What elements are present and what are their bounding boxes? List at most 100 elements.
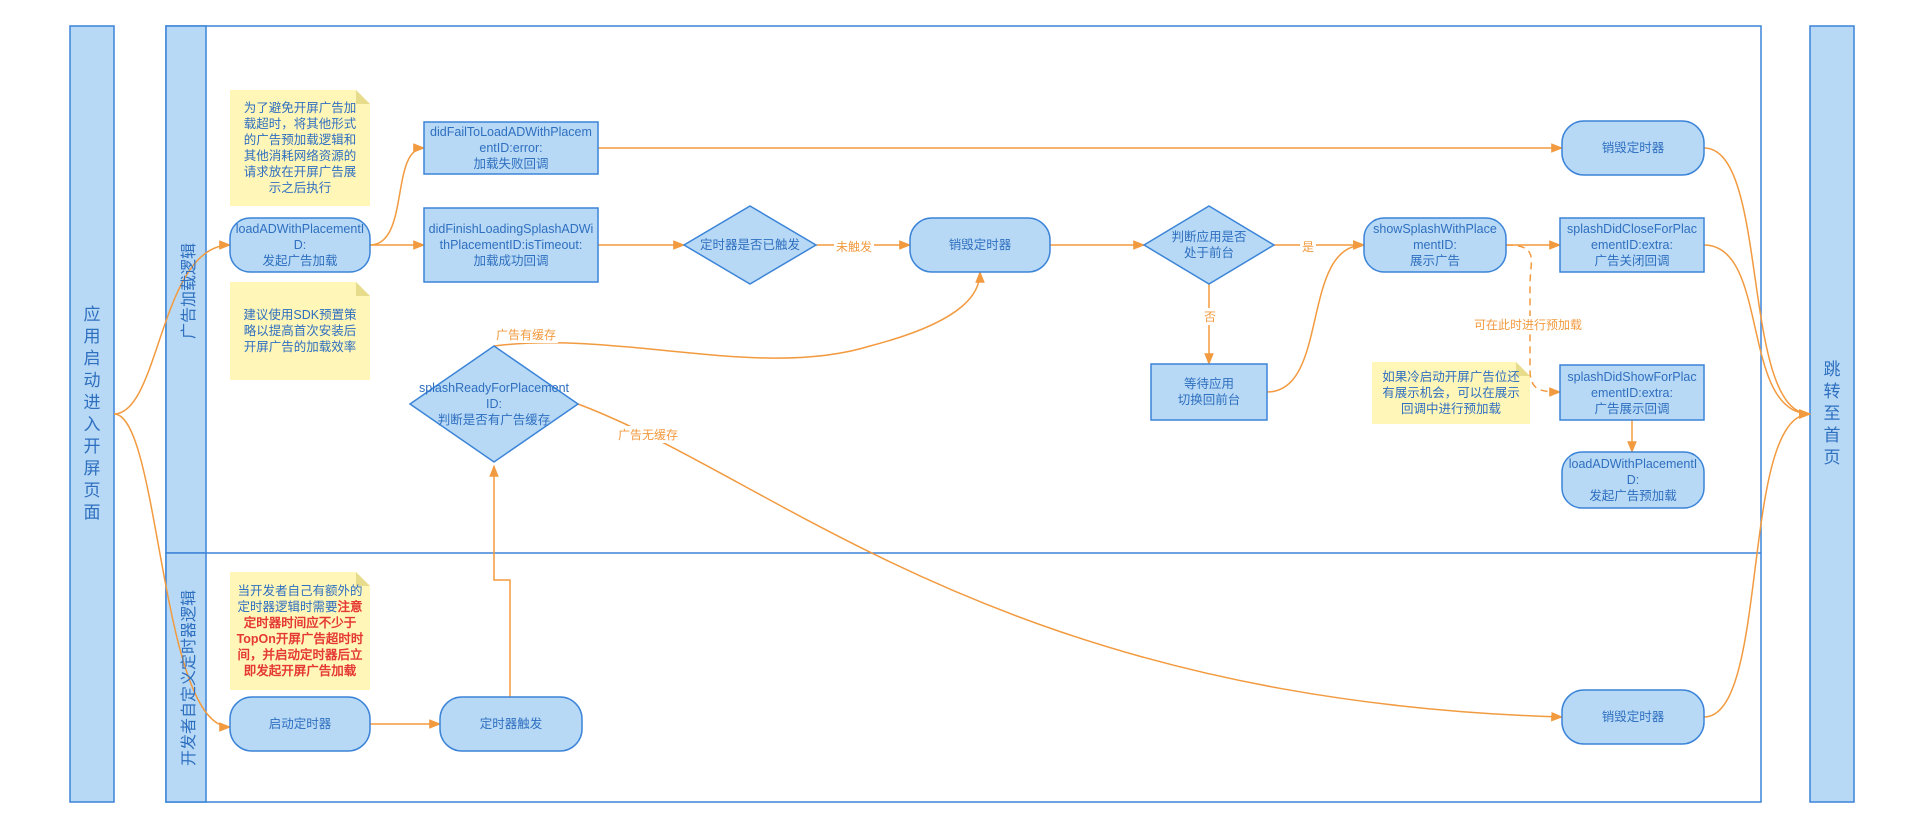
timer-note-body: 当开发者自己有额外的定时器逻辑时需要注意定时器时间应不少于TopOn开屏广告超时… — [236, 583, 364, 679]
timer-check-diamond — [682, 205, 818, 285]
close-callback-label: splashDidCloseForPlacementID:extra: 广告关闭… — [1567, 222, 1697, 268]
lane-title-char: 跳 — [1823, 360, 1841, 379]
start-lane — [69, 25, 115, 803]
fail-callback-node-shape — [423, 121, 599, 175]
ready-check-node[interactable]: splashReadyForPlacementID: 判断是否有广告缓存 — [414, 376, 574, 432]
finish-callback-node-shape — [423, 207, 599, 283]
lane-title-char: 启 — [83, 349, 101, 368]
show-splash-node[interactable]: showSplashWithPlacementID: 展示广告 — [1364, 218, 1506, 272]
preload-node[interactable]: loadADWithPlacementID: 发起广告预加载 — [1562, 452, 1704, 508]
note-sdk-shape — [230, 282, 370, 380]
edge-ready-to-destroy-bottom — [577, 403, 1564, 722]
edge-label-not-triggered: 未触发 — [834, 238, 875, 255]
start-timer-label: 启动定时器 — [268, 717, 332, 731]
lane-title-char: 首 — [1823, 426, 1841, 445]
end-lane — [1809, 25, 1855, 803]
show-callback-node[interactable]: splashDidShowForPlacementID:extra: 广告展示回… — [1560, 365, 1704, 420]
timeout-note-text: 为了避免开屏广告加载超时，将其他形式的广告预加载逻辑和其他消耗网络资源的请求放在… — [243, 101, 357, 195]
lane-title-char: 页 — [1823, 448, 1841, 467]
ready-check-label: splashReadyForPlacementID: 判断是否有广告缓存 — [418, 381, 570, 427]
ad-lane-title: 广告加载逻辑 — [181, 243, 198, 340]
note-timer-shape — [230, 572, 370, 690]
timeout-note: 为了避免开屏广告加载超时，将其他形式的广告预加载逻辑和其他消耗网络资源的请求放在… — [230, 90, 370, 206]
edge-ready-to-destroy-mid — [493, 270, 985, 359]
destroy-timer-mid-shape — [909, 217, 1051, 273]
timer-note: 当开发者自己有额外的定时器逻辑时需要注意定时器时间应不少于TopOn开屏广告超时… — [230, 572, 370, 690]
finish-callback-label: didFinishLoadingSplashADWithPlacementID:… — [428, 222, 594, 268]
show-splash-node-shape — [1363, 217, 1507, 273]
destroy-timer-top-shape — [1561, 120, 1705, 176]
note-sdk-fold — [356, 282, 370, 296]
cold-start-note: 如果冷启动开屏广告位还有展示机会，可以在展示回调中进行预加载 — [1372, 362, 1530, 424]
edge-start-to-load — [113, 240, 232, 415]
lane-title-char: 应 — [83, 305, 101, 324]
edge-load-to-fail — [369, 143, 426, 246]
cold-start-note-text: 如果冷启动开屏广告位还有展示机会，可以在展示回调中进行预加载 — [1382, 370, 1520, 416]
lane-title-char: 进 — [83, 393, 101, 412]
edge-label-preload-here: 可在此时进行预加载 — [1472, 316, 1585, 333]
edge-label-yes: 是 — [1300, 238, 1317, 255]
load-ad-node-shape — [229, 217, 371, 273]
start-lane-title: 应用启动进入开屏页面 — [70, 26, 114, 802]
foreground-check-node[interactable]: 判断应用是否 处于前台 — [1144, 206, 1274, 284]
note-timeout-fold — [356, 90, 370, 104]
timer-lane-title: 开发者自定义定时器逻辑 — [181, 590, 198, 767]
show-callback-node-shape — [1559, 364, 1705, 421]
load-ad-label: loadADWithPlacementID: 发起广告加载 — [235, 222, 365, 268]
foreground-check-label: 判断应用是否 处于前台 — [1171, 230, 1247, 260]
timer-note-text: 当开发者自己有额外的定时器逻辑时需要 — [237, 584, 363, 614]
wait-app-node[interactable]: 等待应用 切换回前台 — [1151, 364, 1267, 420]
show-callback-label: splashDidShowForPlacementID:extra: 广告展示回… — [1567, 369, 1697, 416]
timer-lane-header — [165, 552, 207, 803]
edge-label-has-cache: 广告有缓存 — [494, 326, 559, 343]
preload-label: loadADWithPlacementID: 发起广告预加载 — [1568, 457, 1698, 503]
start-timer-node[interactable]: 启动定时器 — [230, 697, 370, 751]
lane-title-char: 动 — [83, 371, 101, 390]
edge-close-to-end — [1703, 244, 1812, 419]
edge-destroy-bottom-to-end — [1703, 409, 1812, 718]
destroy-timer-bottom-label: 销毁定时器 — [1601, 710, 1665, 724]
fail-callback-label: didFailToLoadADWithPlacementID:error: 加载… — [430, 125, 592, 171]
destroy-timer-top-label: 销毁定时器 — [1601, 141, 1665, 155]
finish-callback-node[interactable]: didFinishLoadingSplashADWithPlacementID:… — [424, 208, 598, 282]
sdk-note: 建议使用SDK预置策略以提高首次安装后开屏广告的加载效率 — [230, 282, 370, 380]
lane-title-char: 开 — [83, 437, 101, 456]
edge-start-to-timer — [113, 413, 232, 732]
start-timer-node-shape — [229, 696, 371, 752]
lane-title-char: 屏 — [83, 459, 101, 478]
edge-label-no-cache: 广告无缓存 — [616, 426, 681, 443]
wait-app-node-shape — [1150, 363, 1268, 421]
timer-fires-node-shape — [439, 696, 583, 752]
sdk-note-text: 建议使用SDK预置策略以提高首次安装后开屏广告的加载效率 — [243, 308, 357, 354]
close-callback-node[interactable]: splashDidCloseForPlacementID:extra: 广告关闭… — [1560, 218, 1704, 272]
timer-fires-node[interactable]: 定时器触发 — [440, 697, 582, 751]
lane-title-char: 转 — [1823, 382, 1841, 401]
lane-title-char: 至 — [1823, 404, 1841, 423]
edge-wait-to-show — [1266, 240, 1366, 393]
note-cold-fold — [1516, 362, 1530, 376]
destroy-timer-mid-label: 销毁定时器 — [948, 238, 1012, 252]
edge-destroy-top-to-end — [1703, 147, 1812, 419]
close-callback-node-shape — [1559, 217, 1705, 273]
fail-callback-node[interactable]: didFailToLoadADWithPlacementID:error: 加载… — [424, 122, 598, 174]
timer-check-label: 定时器是否已触发 — [699, 238, 800, 252]
ad-lane-header — [165, 25, 207, 554]
destroy-timer-top-node[interactable]: 销毁定时器 — [1562, 121, 1704, 175]
lane-title-char: 入 — [83, 415, 101, 434]
timer-check-node[interactable]: 定时器是否已触发 — [684, 206, 816, 284]
load-ad-node[interactable]: loadADWithPlacementID: 发起广告加载 — [230, 218, 370, 272]
edge-show-to-showcb — [1505, 244, 1562, 397]
lane-title-char: 面 — [83, 503, 101, 522]
lane-title-char: 页 — [83, 481, 101, 500]
preload-node-shape — [1561, 451, 1705, 509]
note-cold-shape — [1372, 362, 1530, 424]
show-splash-label: showSplashWithPlacementID: 展示广告 — [1373, 222, 1497, 268]
note-timeout-shape — [230, 90, 370, 206]
destroy-timer-bottom-node[interactable]: 销毁定时器 — [1562, 690, 1704, 744]
timer-note-warning: 注意定时器时间应不少于TopOn开屏广告超时时间，并启动定时器后立即发起开屏广告… — [236, 600, 364, 678]
note-timer-fold — [356, 572, 370, 586]
wait-app-label: 等待应用 切换回前台 — [1177, 377, 1241, 407]
destroy-timer-mid-node[interactable]: 销毁定时器 — [910, 218, 1050, 272]
